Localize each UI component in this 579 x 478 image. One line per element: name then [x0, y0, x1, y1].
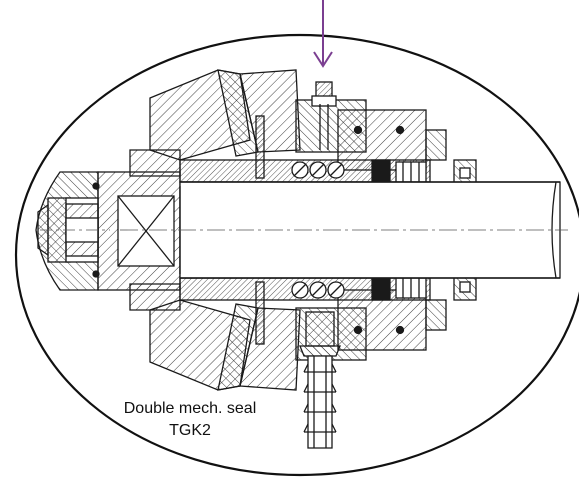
seal-sleeves	[92, 115, 477, 345]
hose-barb-icon	[299, 311, 341, 449]
detail-ellipse	[14, 33, 579, 477]
diagram-caption: Double mech. seal TGK2	[102, 398, 278, 442]
drive-hub	[97, 171, 181, 291]
caption-line-2: TGK2	[169, 422, 211, 439]
arrow-down-icon	[313, 0, 333, 68]
shaft-nut	[35, 171, 99, 291]
top-fitting	[311, 81, 337, 150]
seal-assembly	[35, 69, 568, 449]
upper-housing	[129, 69, 447, 177]
caption-line-1: Double mech. seal	[123, 400, 257, 417]
